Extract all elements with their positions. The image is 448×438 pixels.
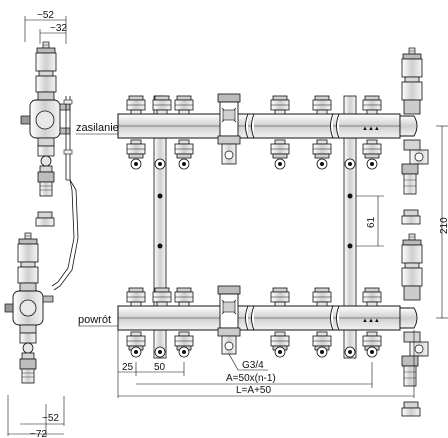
connector-nut-icon xyxy=(178,346,190,358)
connector-nut-icon xyxy=(154,346,166,358)
connector-nut-icon xyxy=(344,346,356,358)
side-bottom-outer-dim: ~72 xyxy=(30,429,47,438)
dim-l-label: L=A+50 xyxy=(236,385,271,396)
dim-50-label: 50 xyxy=(154,362,166,373)
outlet-connector-icon xyxy=(270,139,290,159)
side-top-outer-dim: ~52 xyxy=(37,10,54,21)
connector-nut-icon xyxy=(344,158,356,170)
connector-nut-icon xyxy=(366,158,378,170)
outlet-connector-icon xyxy=(174,139,194,159)
ball-valve-icon xyxy=(20,99,71,139)
air-vent-icon xyxy=(35,41,57,77)
side-view: ~52 ~32 xyxy=(4,10,79,438)
drain-valve-icon xyxy=(409,149,429,165)
side-top-inner-dim: ~32 xyxy=(50,23,67,34)
flow-meter-icon xyxy=(217,285,241,355)
side-top-dimension: ~52 ~32 xyxy=(24,10,67,44)
thread-label: G3/4 xyxy=(242,360,264,371)
connector-nut-icon xyxy=(154,158,166,170)
flow-meter-icon xyxy=(4,290,54,326)
valve-insert-icon xyxy=(270,95,290,115)
valve-insert-icon xyxy=(312,95,332,115)
valve-insert-icon xyxy=(174,95,194,115)
side-upper-assembly xyxy=(20,41,71,227)
dimension-210: 210 xyxy=(436,125,448,319)
valve-insert-icon xyxy=(362,287,382,307)
svg-text:▲▲▲: ▲▲▲ xyxy=(362,126,380,132)
side-bottom-inner-dim: ~52 xyxy=(42,413,59,424)
side-bracket xyxy=(51,96,79,291)
dim-61-label: 61 xyxy=(366,216,377,228)
outlet-connector-icon xyxy=(362,139,382,159)
dim-25-label: 25 xyxy=(122,362,134,373)
air-vent-icon xyxy=(401,233,423,269)
supply-manifold: ▲▲▲ xyxy=(117,95,418,170)
connector-nut-icon xyxy=(178,158,190,170)
outlet-connector-icon xyxy=(312,139,332,159)
dim-a-label: A=50x(n-1) xyxy=(226,373,276,384)
connector-nut-icon xyxy=(130,158,142,170)
return-label: powrót xyxy=(78,314,111,326)
side-bottom-dimension: ~52 ~72 xyxy=(7,395,65,438)
valve-insert-icon xyxy=(126,95,146,115)
dim-210-label: 210 xyxy=(439,217,448,234)
outlet-connector-icon xyxy=(126,139,146,159)
connector-nut-icon xyxy=(316,158,328,170)
air-vent-icon xyxy=(401,47,423,83)
port-labels: zasilanie powrót xyxy=(76,122,119,327)
connector-nut-icon xyxy=(366,346,378,358)
right-end-assembly xyxy=(401,47,429,417)
connector-nut-icon xyxy=(274,346,286,358)
svg-text:▲▲▲: ▲▲▲ xyxy=(362,318,380,324)
supply-label: zasilanie xyxy=(76,122,119,134)
valve-insert-icon xyxy=(174,287,194,307)
connector-nut-icon xyxy=(274,158,286,170)
valve-insert-icon xyxy=(126,287,146,307)
front-bottom-dimensions: 25 50 G3/4 A=50x(n-1) L=A+50 xyxy=(117,330,415,398)
valve-insert-icon xyxy=(270,287,290,307)
connector-nut-icon xyxy=(316,346,328,358)
valve-insert-icon xyxy=(362,95,382,115)
return-manifold: ▲▲▲ xyxy=(117,287,418,358)
air-vent-icon xyxy=(17,232,39,268)
valve-insert-icon xyxy=(312,287,332,307)
flow-meter-icon xyxy=(217,93,241,165)
connector-nut-icon xyxy=(37,171,55,197)
connector-nut-icon xyxy=(130,346,142,358)
dimension-61: 61 xyxy=(356,195,384,247)
front-view: ▲▲▲ xyxy=(76,47,448,417)
side-lower-assembly xyxy=(4,232,54,384)
